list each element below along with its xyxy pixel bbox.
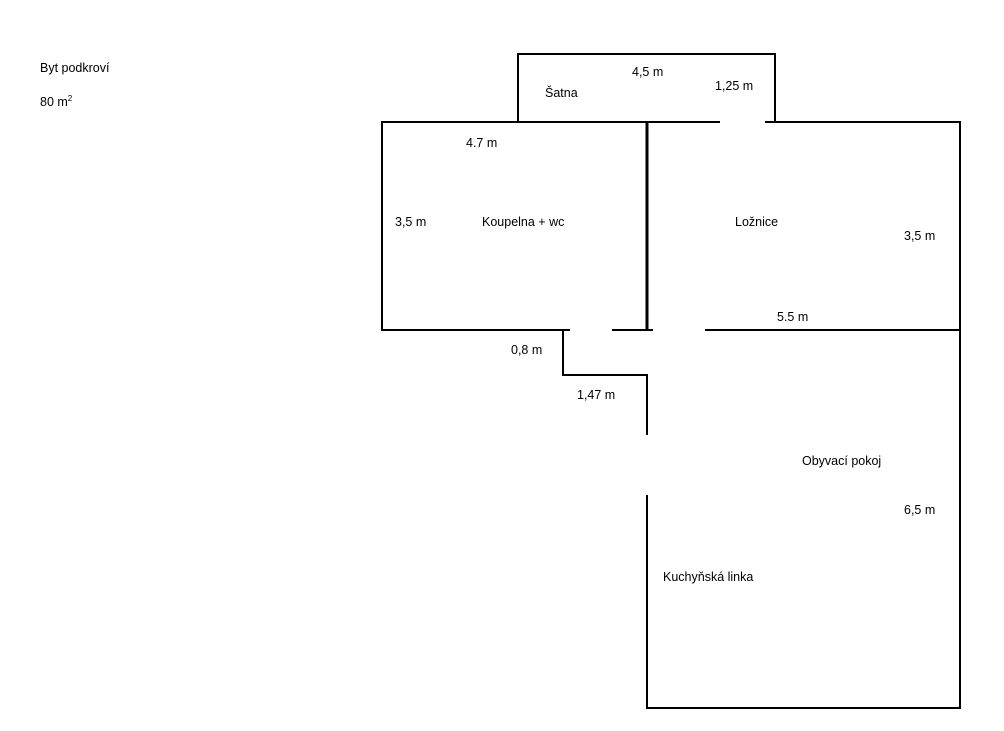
dim-koupelna-width: 4.7 m <box>466 136 498 150</box>
dim-obyvaci-length: 6,5 m <box>904 503 936 517</box>
room-satna: Šatna <box>545 86 578 100</box>
room-koupelna: Koupelna + wc <box>482 215 565 229</box>
room-kuchynska-linka: Kuchyňská linka <box>663 570 754 584</box>
dim-loznice-width: 5.5 m <box>777 310 809 324</box>
satna-wall <box>517 53 776 122</box>
room-loznice: Ložnice <box>735 215 779 229</box>
area-label: 80 m2 <box>40 94 73 110</box>
dim-loznice-height: 3,5 m <box>904 229 936 243</box>
dim-corridor-length: 1,47 m <box>577 388 616 402</box>
room-obyvaci-pokoj: Obyvací pokoj <box>802 454 882 468</box>
loznice-top-right-wall <box>646 121 961 709</box>
corridor-wall <box>562 330 648 435</box>
koupelna-outer-wall <box>381 121 720 331</box>
dim-satna-door: 1,25 m <box>715 79 754 93</box>
plan-title: Byt podkroví <box>40 61 110 75</box>
walls <box>381 53 961 709</box>
dim-koupelna-height: 3,5 m <box>395 215 427 229</box>
dim-corridor-width: 0,8 m <box>511 343 543 357</box>
dim-satna-width: 4,5 m <box>632 65 664 79</box>
